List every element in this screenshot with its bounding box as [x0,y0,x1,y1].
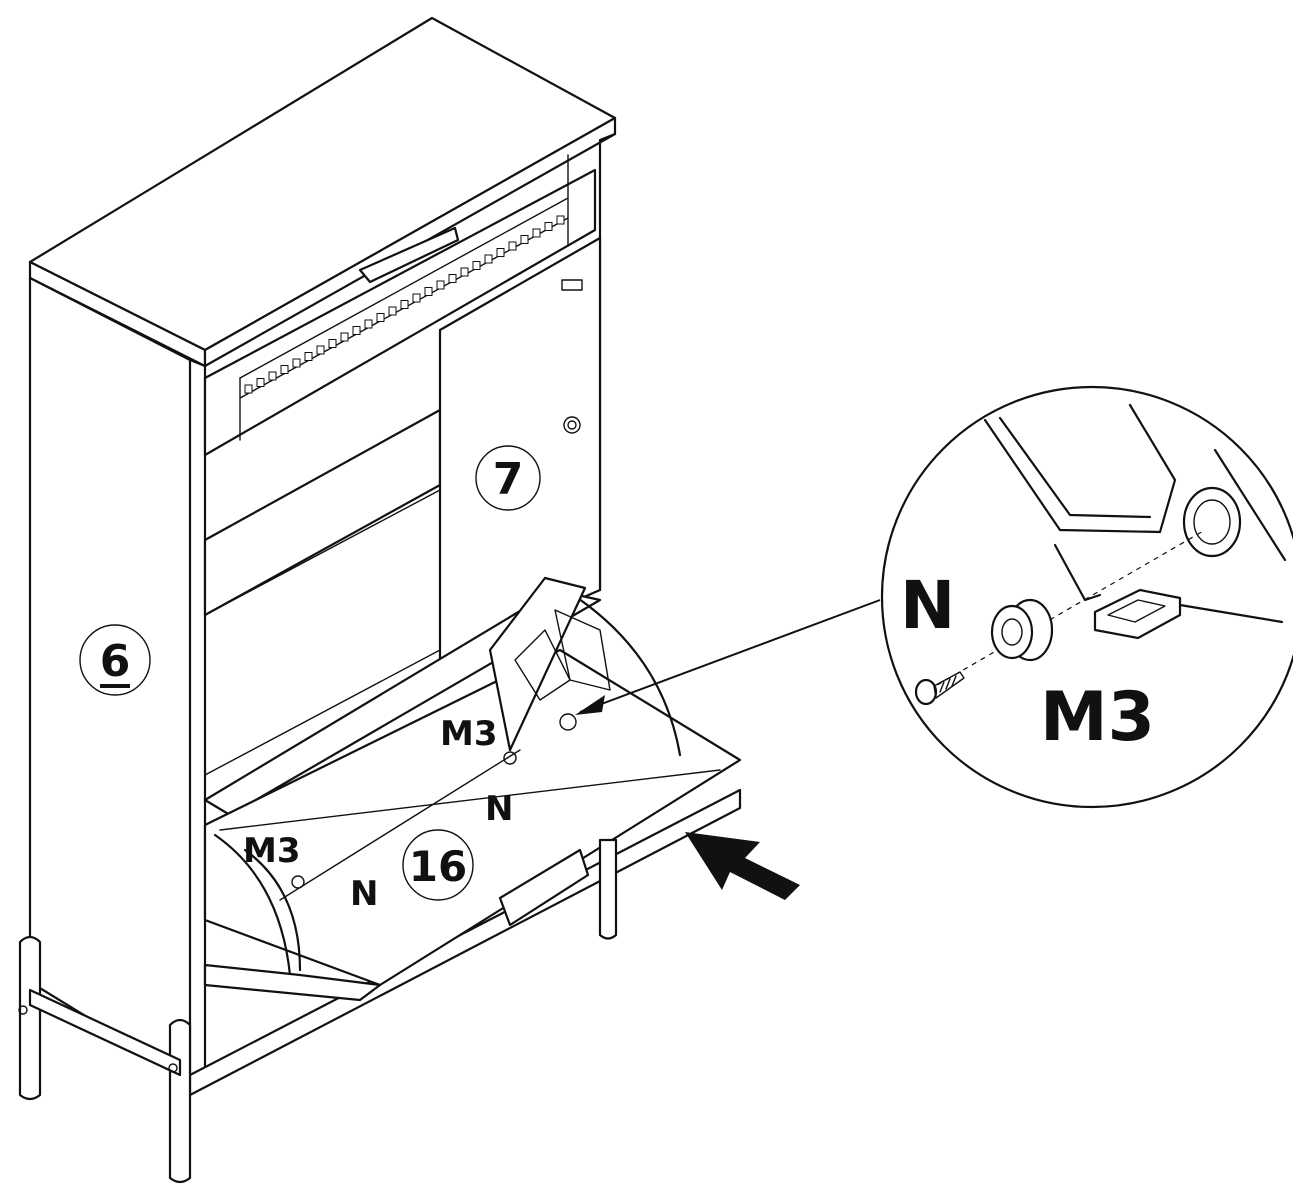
vent-slot [292,358,301,368]
stopper-icon [990,598,1054,662]
vent-slot [340,332,349,342]
vent-slot [304,352,313,361]
vent-slot [388,306,397,316]
m3-label-lower: M3 [243,831,301,871]
vent-slot [496,248,505,257]
flap-handle [498,848,590,927]
n-label-upper: N [485,789,513,829]
vent-slot [352,326,361,335]
vent-slot [280,365,289,374]
vent-slot [256,378,265,387]
detail-m3-label: M3 [1040,678,1155,757]
m3-label-upper: M3 [440,714,498,754]
n-label-lower: N [350,874,378,914]
vent-slot [508,241,517,251]
part-label-16: 16 [402,829,474,901]
vent-slot [412,293,421,303]
leader-arrow-icon [575,599,881,715]
detail-n-label: N [900,567,955,644]
vent-slot [400,300,409,309]
detail-circle: N M3 [880,385,1293,809]
part-label-6: 6 [79,624,151,696]
stopper-socket [1182,486,1242,558]
ventilation-slots [244,215,565,394]
vent-slot [436,280,445,290]
vent-slot [448,274,457,283]
middle-shelf [203,408,442,617]
vent-slot [460,267,469,277]
vent-slot [316,345,325,355]
vent-slot [424,287,433,296]
vent-slot [520,235,529,244]
vent-slot [556,215,565,225]
door-panel [438,236,602,662]
vent-slot [532,228,541,238]
vent-slot [364,319,373,329]
part-number-16: 16 [409,842,467,891]
vent-slot [268,371,277,381]
push-arrow-icon [685,832,800,900]
bracket-clip [1093,588,1182,640]
vent-slot [328,339,337,348]
legs [18,838,618,1184]
vent-slot [472,261,481,270]
vent-slot [376,313,385,322]
part-label-7: 7 [475,445,541,511]
part-number-7: 7 [493,454,524,505]
flap-panel [203,576,742,1002]
top-handle [358,226,460,284]
vent-slot [244,384,253,394]
screw-icon [914,671,965,706]
vent-slot [484,254,493,264]
part-number-6: 6 [100,636,131,687]
vent-slot [544,222,553,231]
top-rail [203,168,597,457]
